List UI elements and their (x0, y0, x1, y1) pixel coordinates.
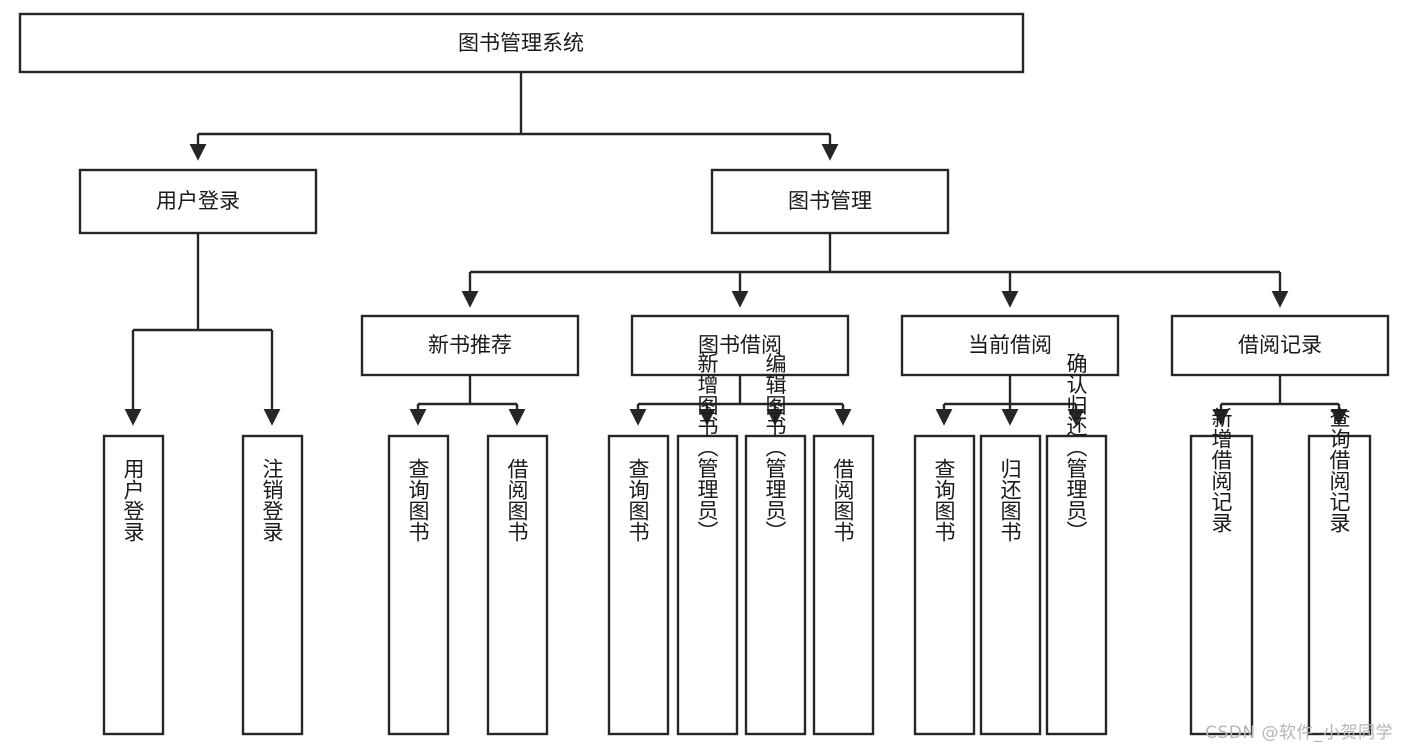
node-book-management-label: 图书管理 (788, 189, 872, 213)
leaf-node[interactable]: 注销登录 (241, 434, 304, 736)
node-book-borrow-box[interactable] (630, 314, 850, 377)
leaf-recommend-borrow-book-box[interactable] (486, 434, 549, 736)
node-borrow-record[interactable]: 借阅记录 (1170, 314, 1390, 377)
node-user-login-box[interactable] (78, 168, 318, 235)
leaf-confirm-return-admin-label: 确认归还（管理员） (1064, 353, 1088, 542)
node-book-management-box[interactable] (710, 168, 950, 235)
leaf-query-borrow-record-box[interactable] (1307, 434, 1372, 736)
leaf-node[interactable]: 归还图书 (979, 434, 1042, 736)
connectors (124, 72, 1348, 426)
leaf-logout-label: 注销登录 (260, 458, 284, 542)
leaf-add-book-admin-box[interactable] (676, 434, 739, 736)
leaf-add-book-admin-label: 新增图书（管理员） (695, 353, 719, 542)
node-root-label: 图书管理系统 (458, 31, 584, 55)
leaf-borrow-query-book-box[interactable] (607, 434, 670, 736)
node-new-book-recommend[interactable]: 新书推荐 (360, 314, 580, 377)
node-book-borrow[interactable]: 图书借阅 (630, 314, 850, 377)
leaf-borrow-borrow-book-label: 借阅图书 (831, 458, 855, 542)
leaf-borrow-query-book-label: 查询图书 (626, 458, 650, 542)
leaf-add-borrow-record-label: 新增借阅记录 (1209, 407, 1233, 533)
csdn-watermark: CSDN @软件_小贺同学 (1205, 723, 1393, 743)
leaf-node[interactable]: 确认归还（管理员） (1045, 353, 1108, 736)
leaf-node[interactable]: 新增借阅记录 (1189, 407, 1254, 736)
leaf-return-book-label: 归还图书 (998, 458, 1022, 542)
node-borrow-record-label: 借阅记录 (1238, 333, 1322, 357)
node-book-management[interactable]: 图书管理 (710, 168, 950, 235)
leaf-current-query-book-label: 查询图书 (932, 458, 956, 542)
node-user-login[interactable]: 用户登录 (78, 168, 318, 235)
leaf-edit-book-admin-box[interactable] (744, 434, 807, 736)
leaf-borrow-borrow-book-box[interactable] (812, 434, 875, 736)
leaf-logout-box[interactable] (241, 434, 304, 736)
leaf-return-book-box[interactable] (979, 434, 1042, 736)
leaf-edit-book-admin-label: 编辑图书（管理员） (763, 353, 787, 542)
leaf-node[interactable]: 查询图书 (913, 434, 976, 736)
leaf-user-login-label: 用户登录 (121, 458, 145, 542)
leaf-node[interactable]: 借阅图书 (812, 434, 875, 736)
leaf-node[interactable]: 用户登录 (102, 434, 165, 736)
node-user-login-label: 用户登录 (156, 189, 240, 213)
node-current-borrow-label: 当前借阅 (968, 333, 1052, 357)
node-book-borrow-label: 图书借阅 (698, 333, 782, 357)
leaf-node[interactable]: 新增图书（管理员） (676, 353, 739, 736)
leaf-node[interactable]: 查询图书 (387, 434, 450, 736)
leaf-recommend-query-book-box[interactable] (387, 434, 450, 736)
leaf-node[interactable]: 编辑图书（管理员） (744, 353, 807, 736)
leaf-node[interactable]: 查询图书 (607, 434, 670, 736)
leaf-node[interactable]: 借阅图书 (486, 434, 549, 736)
leaf-user-login-box[interactable] (102, 434, 165, 736)
leaf-recommend-borrow-book-label: 借阅图书 (505, 458, 529, 542)
leaf-node[interactable]: 查询借阅记录 (1307, 407, 1372, 736)
leaf-add-borrow-record-box[interactable] (1189, 434, 1254, 736)
node-root-box[interactable] (18, 12, 1025, 74)
leaf-confirm-return-admin-box[interactable] (1045, 434, 1108, 736)
leaf-recommend-query-book-label: 查询图书 (406, 458, 430, 542)
node-new-book-recommend-box[interactable] (360, 314, 580, 377)
node-root-book-management-system[interactable]: 图书管理系统 (18, 12, 1025, 74)
node-current-borrow[interactable]: 当前借阅 (900, 314, 1120, 377)
node-borrow-record-box[interactable] (1170, 314, 1390, 377)
node-current-borrow-box[interactable] (900, 314, 1120, 377)
leaf-current-query-book-box[interactable] (913, 434, 976, 736)
node-new-book-recommend-label: 新书推荐 (428, 333, 512, 357)
leaf-query-borrow-record-label: 查询借阅记录 (1327, 407, 1351, 533)
